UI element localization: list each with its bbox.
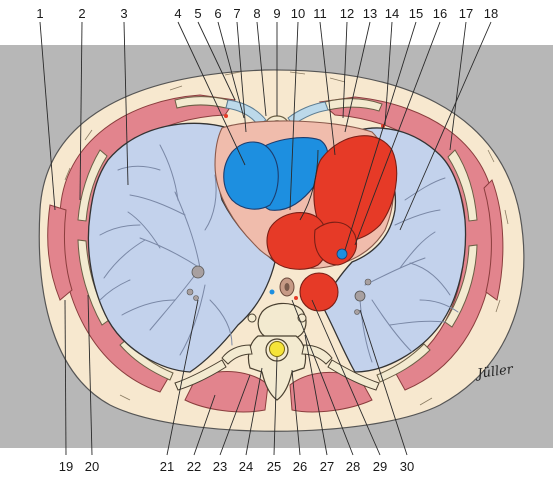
bottom-number-labels: 19 20 21 22 23 24 25 26 27 28 29 30	[59, 459, 414, 474]
label-19: 19	[59, 459, 73, 474]
label-9: 9	[273, 6, 280, 21]
rib-head-left	[247, 313, 257, 323]
hilar-node-left-2	[364, 278, 372, 286]
artist-signature: Jüller	[473, 362, 514, 382]
lateral-muscle-left	[47, 204, 73, 301]
label-14: 14	[385, 6, 399, 21]
label-26: 26	[293, 459, 307, 474]
leader-lines-top	[39, 21, 492, 251]
label-6: 6	[214, 6, 221, 21]
small-artery	[349, 244, 355, 250]
lateral-muscle-right	[483, 179, 504, 301]
pulmonary-vein	[336, 248, 348, 260]
label-28: 28	[346, 459, 360, 474]
label-29: 29	[373, 459, 387, 474]
interventricular-septum	[299, 149, 319, 221]
top-number-labels: 1 2 3 4 5 6 7 8 9 10 11 12 13 14 15 16 1…	[36, 6, 498, 21]
transverse-process-right	[301, 344, 333, 365]
small-vessel-a	[224, 114, 228, 118]
hilar-node-right	[191, 265, 205, 279]
hilar-node-left-3	[354, 309, 360, 315]
vertebral-body	[257, 302, 307, 339]
label-22: 22	[187, 459, 201, 474]
label-11: 11	[313, 6, 327, 21]
hilar-node-right-3	[193, 295, 199, 301]
label-24: 24	[239, 459, 253, 474]
label-10: 10	[291, 6, 305, 21]
label-3: 3	[120, 6, 127, 21]
label-20: 20	[85, 459, 99, 474]
descending-aorta	[299, 272, 339, 312]
posterior-rib-right	[327, 359, 380, 391]
label-30: 30	[400, 459, 414, 474]
esophagus-lumen	[284, 283, 290, 291]
lung-vessel-tree-left	[359, 177, 459, 363]
back-muscle-right	[289, 371, 373, 413]
label-23: 23	[213, 459, 227, 474]
label-18: 18	[484, 6, 498, 21]
right-atrium	[223, 141, 279, 210]
label-17: 17	[459, 6, 473, 21]
leader-lines-bottom	[64, 294, 408, 456]
posterior-rib-left	[174, 359, 227, 391]
label-8: 8	[253, 6, 260, 21]
small-duct	[294, 296, 298, 300]
label-7: 7	[233, 6, 240, 21]
hilar-node-right-2	[186, 288, 194, 296]
azygos-vein	[269, 289, 275, 295]
label-5: 5	[194, 6, 201, 21]
costal-cartilage-right	[287, 101, 329, 126]
label-27: 27	[320, 459, 334, 474]
label-1: 1	[36, 6, 43, 21]
label-13: 13	[363, 6, 377, 21]
hilar-node-left	[354, 290, 366, 302]
label-12: 12	[340, 6, 354, 21]
label-16: 16	[433, 6, 447, 21]
transverse-process-left	[221, 344, 253, 365]
label-21: 21	[160, 459, 174, 474]
label-2: 2	[78, 6, 85, 21]
spinal-cord	[269, 341, 285, 357]
lung-vessel-tree-right	[99, 144, 233, 356]
label-4: 4	[174, 6, 181, 21]
label-15: 15	[409, 6, 423, 21]
label-25: 25	[267, 459, 281, 474]
